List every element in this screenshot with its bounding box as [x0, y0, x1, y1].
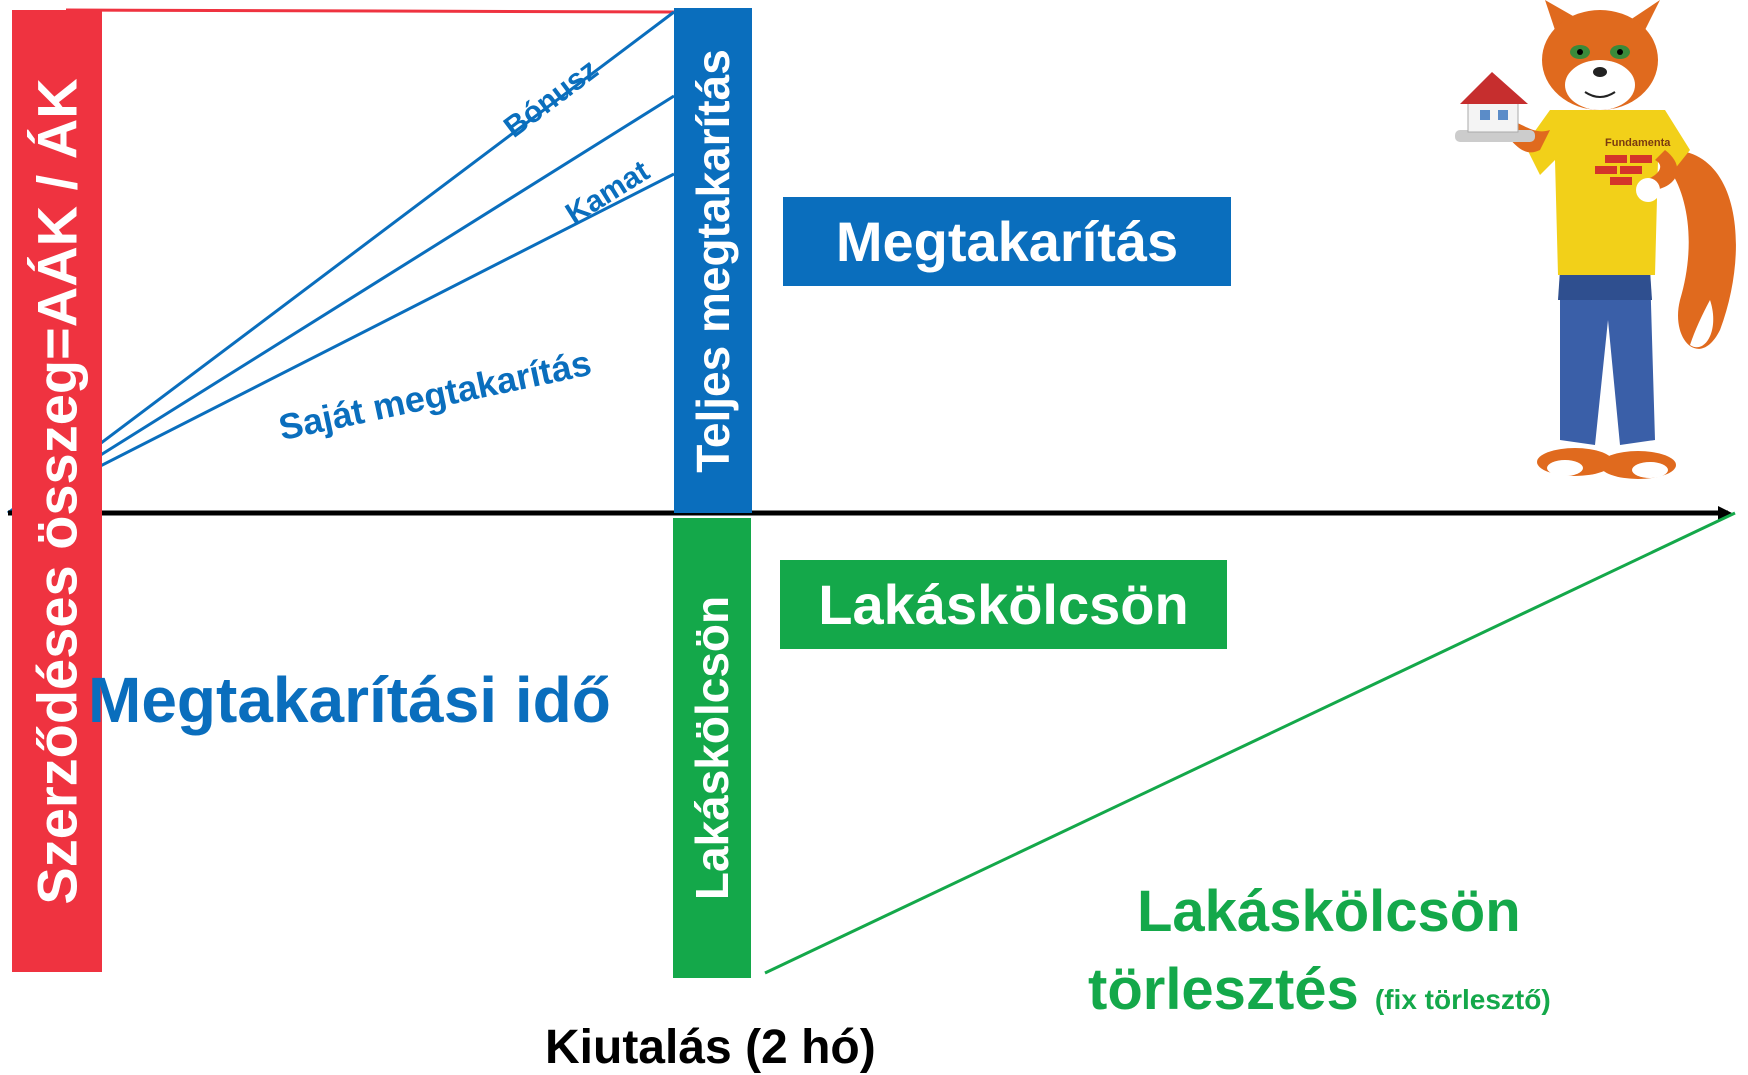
loan-box: Lakáskölcsön: [780, 560, 1227, 649]
repayment-label-line2: törlesztés (fix törlesztő): [1088, 957, 1551, 1022]
loan-bar: Lakáskölcsön: [673, 518, 751, 978]
svg-text:Fundamenta: Fundamenta: [1605, 137, 1671, 149]
interest-line: [7, 94, 675, 515]
repayment-note: (fix törlesztő): [1374, 984, 1551, 1015]
savings-box: Megtakarítás: [783, 197, 1231, 286]
contract-amount-bar: Szerződéses összeg=AÁK / ÁK: [12, 10, 102, 972]
loan-box-label: Lakáskölcsön: [818, 573, 1189, 636]
total-savings-label: Teljes megtakarítás: [687, 48, 739, 473]
savings-box-label: Megtakarítás: [835, 210, 1179, 273]
bonus-line: [7, 10, 675, 515]
fox-mascot-with-house-icon: Fundamenta: [1455, 0, 1736, 479]
total-savings-bar: Teljes megtakarítás: [674, 8, 752, 513]
loan-bar-label: Lakáskölcsön: [686, 595, 739, 901]
contract-amount-line: [65, 8, 676, 14]
contract-amount-label: Szerződéses összeg=AÁK / ÁK: [25, 77, 89, 905]
own-savings-line: [7, 172, 675, 515]
repayment-label-line1: Lakáskölcsön: [1137, 879, 1521, 944]
saving-period-label: Megtakarítási idő: [88, 664, 611, 736]
repayment-line: [764, 511, 1736, 975]
disbursement-label: Kiutalás (2 hó): [545, 1021, 876, 1074]
